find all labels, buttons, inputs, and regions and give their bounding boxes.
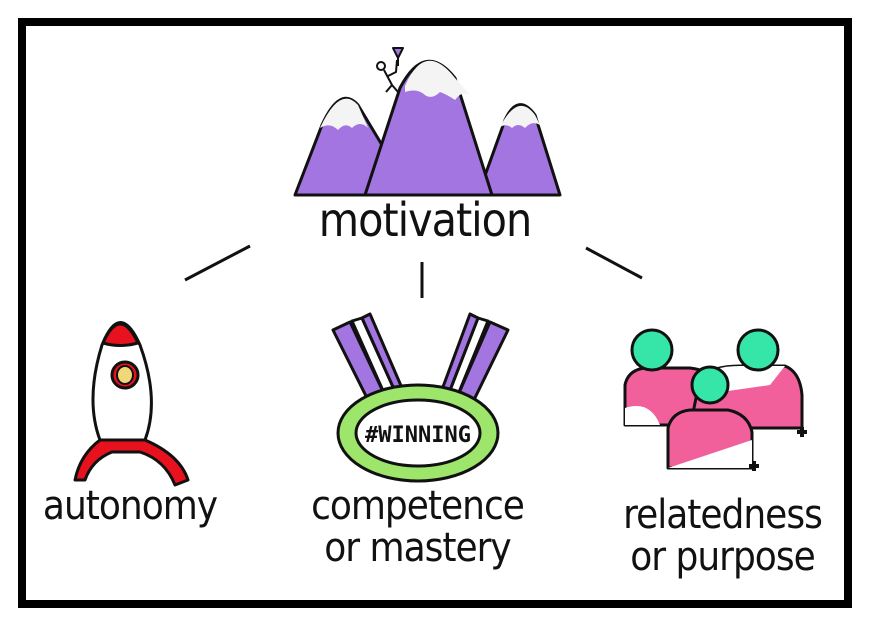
medal-badge-text: #WINNING (365, 423, 471, 448)
branch-label-line: relatedness (623, 492, 823, 538)
branch-label-line: or mastery (324, 525, 511, 571)
branch-label-relatedness: relatedness or purpose (605, 494, 840, 578)
branch-label-line: competence (311, 483, 525, 529)
branch-label-competence: competence or mastery (290, 485, 545, 569)
title-motivation: motivation (318, 193, 532, 247)
branch-label-line: or purpose (630, 534, 815, 580)
branch-label-autonomy: autonomy (30, 485, 230, 527)
connector-right (585, 246, 643, 280)
connector-left (184, 244, 251, 282)
branch-label-line: autonomy (42, 483, 218, 529)
medal-icon: #WINNING (331, 312, 510, 483)
rocket-icon (73, 321, 190, 487)
mountains-icon (293, 47, 562, 197)
people-group-icon (623, 328, 807, 471)
